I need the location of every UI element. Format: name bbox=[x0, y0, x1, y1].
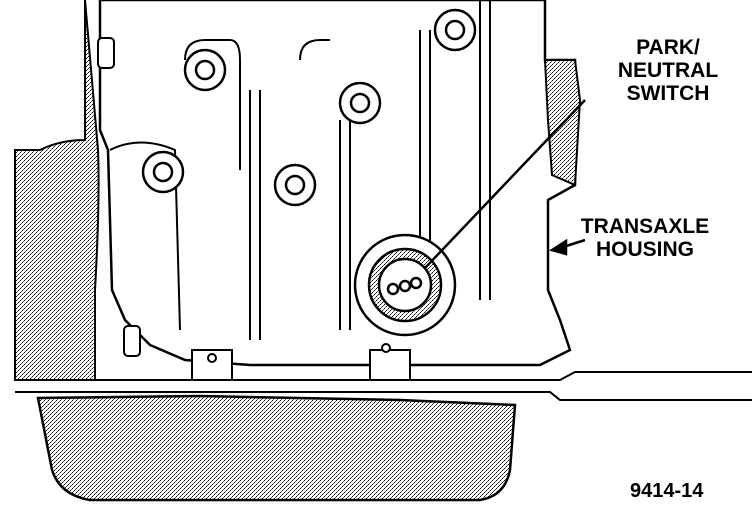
studs bbox=[97, 37, 141, 357]
transaxle-housing-label-line-1: TRANSAXLE bbox=[580, 215, 710, 238]
housing-ribs bbox=[109, 0, 491, 340]
park-neutral-switch-label-line-1: PARK/ bbox=[636, 36, 700, 59]
park-neutral-switch-label-line-3: SWITCH bbox=[626, 82, 710, 105]
bolt-4 bbox=[338, 81, 382, 125]
park-neutral-switch-label: PARK/ NEUTRAL SWITCH bbox=[608, 36, 728, 105]
park-neutral-switch-label-line-2: NEUTRAL bbox=[617, 59, 719, 82]
bolt-heads bbox=[141, 8, 477, 207]
figure-number: 9414-14 bbox=[630, 480, 704, 502]
oil-pan bbox=[36, 394, 517, 502]
bolt-1 bbox=[183, 48, 227, 92]
pan-flange bbox=[15, 371, 752, 401]
transaxle-housing-label: TRANSAXLE HOUSING bbox=[578, 215, 712, 261]
park-neutral-switch bbox=[353, 233, 457, 337]
housing-arrow bbox=[548, 238, 586, 256]
bolt-5 bbox=[433, 8, 477, 52]
park-switch-leader bbox=[424, 99, 586, 269]
flange-tabs bbox=[191, 343, 411, 381]
bolt-2 bbox=[141, 150, 185, 194]
transaxle-housing-label-line-2: HOUSING bbox=[595, 238, 694, 261]
left-housing-wall bbox=[14, 0, 100, 381]
bolt-3 bbox=[273, 163, 317, 207]
